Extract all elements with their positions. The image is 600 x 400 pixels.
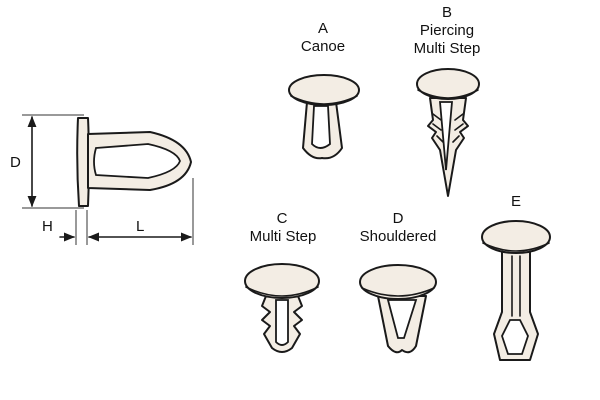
- label-a-letter: A: [317, 20, 328, 37]
- rivet-shouldered: [359, 264, 437, 354]
- label-b-name-line2: Multi Step: [413, 40, 481, 57]
- dimension-h-label: H: [42, 218, 53, 235]
- label-b-name-line1: Piercing: [419, 22, 475, 39]
- label-a-name: Canoe: [300, 38, 346, 55]
- label-d-letter: D: [392, 210, 404, 227]
- rivet-multi-step: [244, 263, 320, 353]
- dimension-d-label: D: [10, 154, 21, 171]
- side-view-rivet: [22, 114, 194, 245]
- label-c-name: Multi Step: [249, 228, 317, 245]
- label-e-letter: E: [510, 193, 521, 210]
- rivet-piercing-multi-step: [416, 68, 480, 197]
- label-c-letter: C: [276, 210, 288, 227]
- rivet-canoe: [288, 74, 360, 160]
- rivet-e: [481, 220, 551, 361]
- label-d-name: Shouldered: [359, 228, 437, 245]
- dimension-l-label: L: [136, 218, 145, 235]
- label-b-letter: B: [441, 4, 452, 21]
